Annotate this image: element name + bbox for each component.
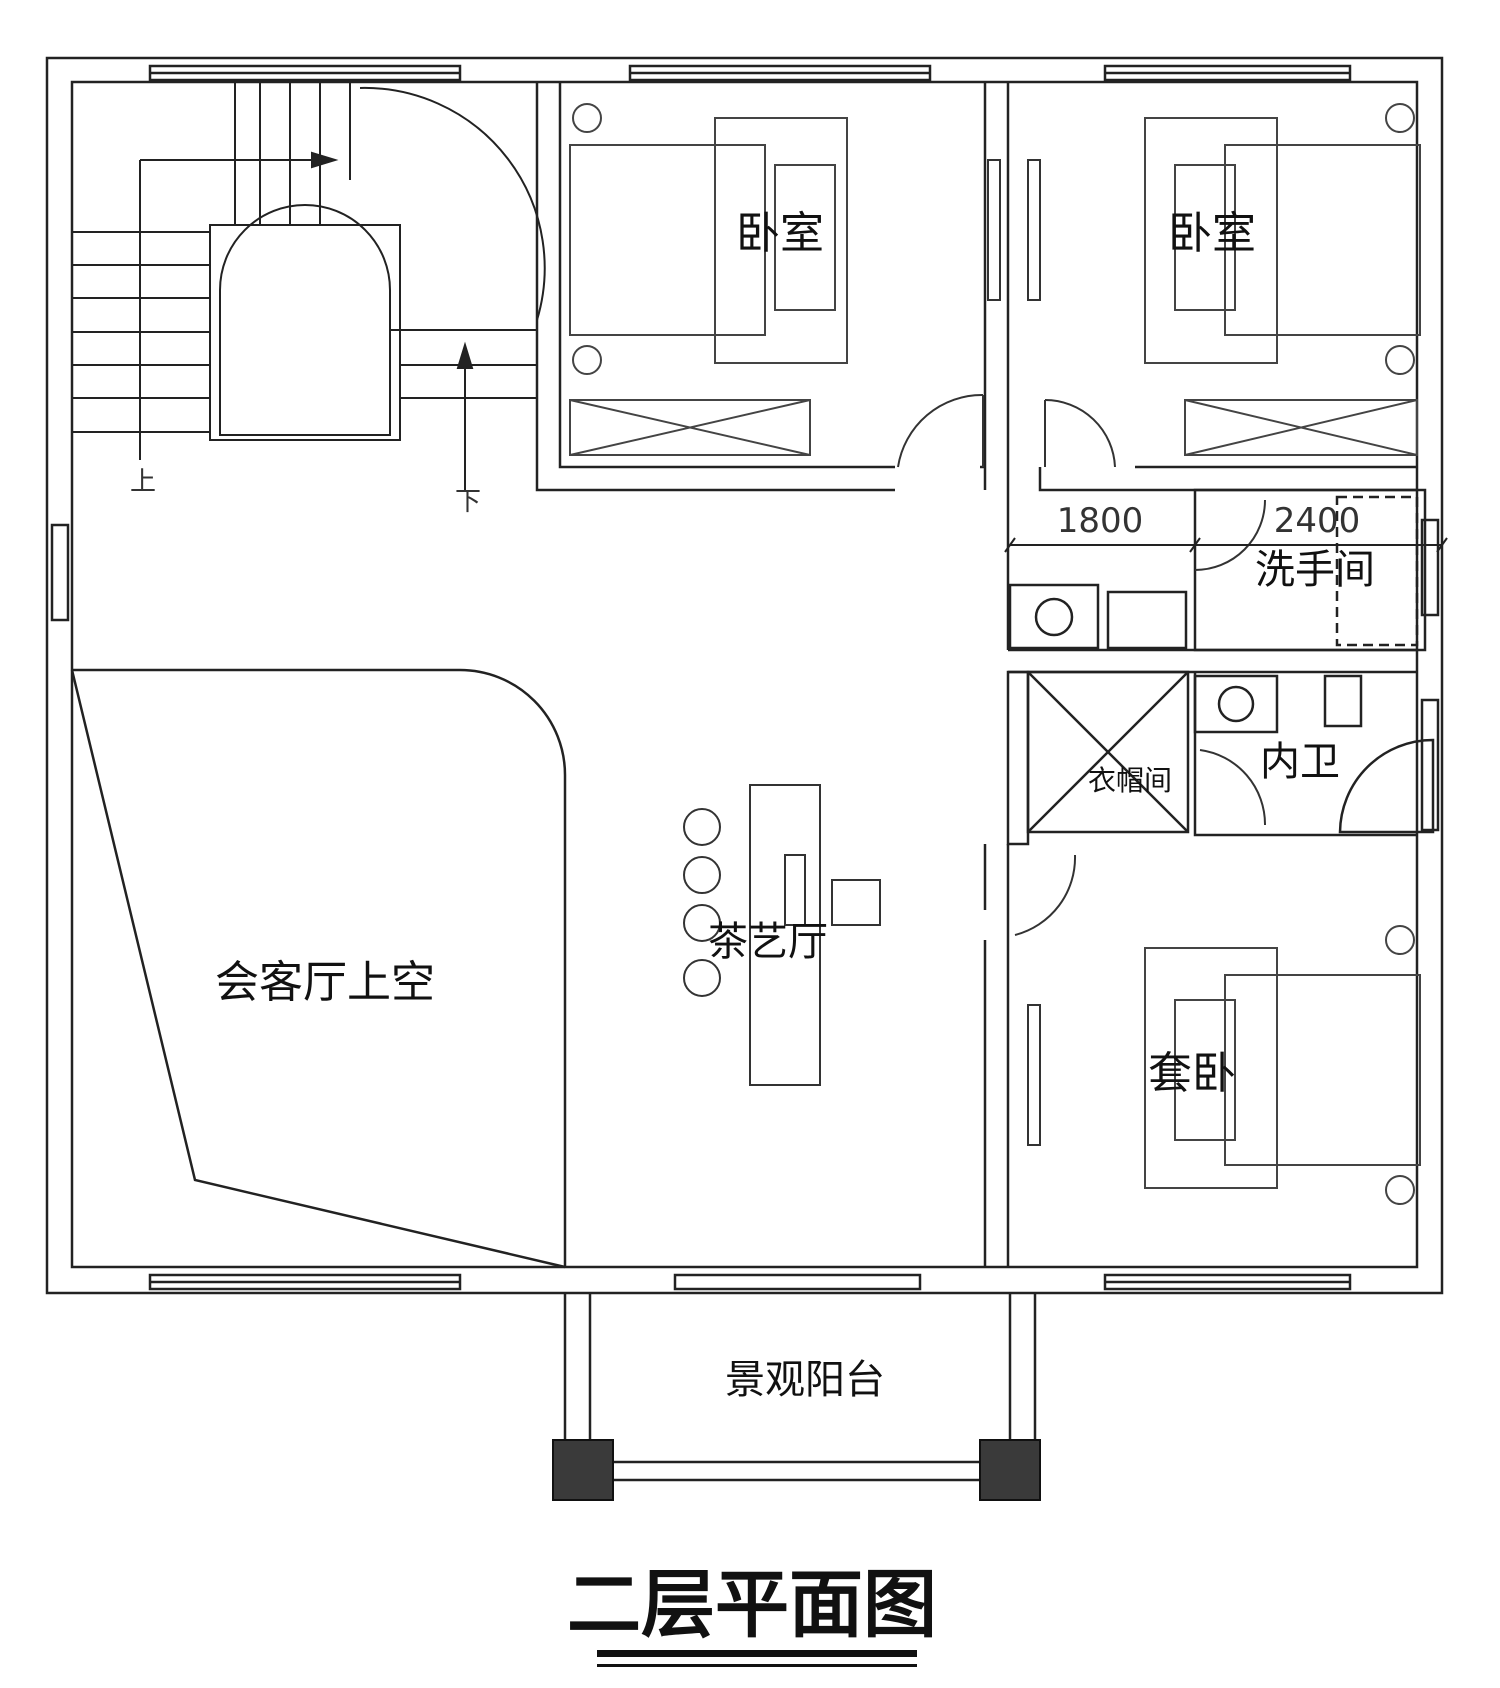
toilet [1323, 674, 1363, 728]
void-outline [72, 668, 567, 1267]
bedroom-furniture [569, 103, 1421, 1205]
dimension-2400: 2400 [1274, 501, 1361, 541]
walls [45, 56, 1444, 1482]
doors [897, 159, 1267, 1146]
outer-wall-outer-line [45, 56, 1444, 1295]
title-underline-thick [597, 1650, 917, 1657]
label-bedroom-1: 卧室 [736, 208, 824, 259]
label-master-suite: 套卧 [1148, 1048, 1236, 1099]
label-balcony: 景观阳台 [725, 1357, 885, 1403]
washbasin-2 [1193, 674, 1279, 734]
window-left [50, 523, 70, 622]
bedroom2-wall [1038, 467, 1417, 492]
label-bedroom-2: 卧室 [1168, 208, 1256, 259]
label-ensuite-bath: 内卫 [1260, 739, 1340, 785]
plan-title: 二层平面图 [567, 1562, 937, 1648]
dimension-line [1004, 537, 1448, 553]
appliance [1106, 590, 1188, 650]
wardrobe [1026, 670, 1190, 834]
void-diagonal [70, 669, 566, 1269]
label-washroom: 洗手间 [1255, 547, 1375, 593]
door-balcony [673, 1273, 922, 1291]
balcony-rail-front [610, 1460, 984, 1482]
shower-1 [1335, 495, 1419, 647]
label-cloakroom: 衣帽间 [1088, 764, 1172, 797]
tea-table [683, 784, 881, 1086]
label-living-void: 会客厅上空 [215, 957, 435, 1008]
title-underline-thin [597, 1664, 917, 1667]
label-stair-down: 下 [455, 487, 481, 517]
dimension-1800: 1800 [1057, 501, 1144, 541]
balcony-columns [552, 1439, 1041, 1501]
staircase [72, 82, 546, 490]
washbasin-1 [1008, 583, 1100, 650]
window-right-2 [1420, 698, 1440, 832]
label-tea-room: 茶艺厅 [708, 919, 828, 965]
label-stair-up: 上 [130, 467, 156, 497]
shower-2 [1338, 738, 1435, 834]
cloak-wall [1006, 670, 1030, 846]
window-right-1 [1420, 518, 1440, 617]
